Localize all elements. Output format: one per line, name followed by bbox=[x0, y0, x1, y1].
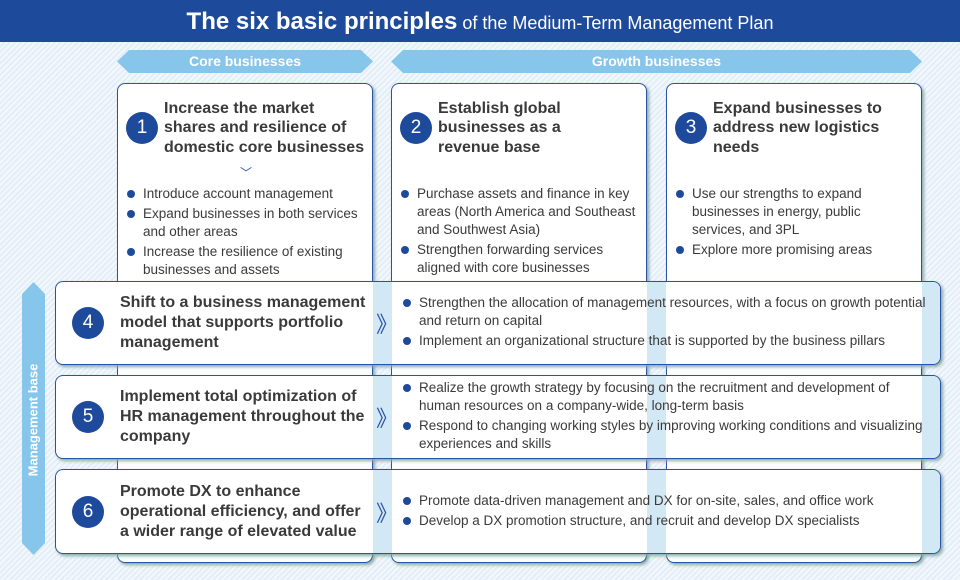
principle-row-6: 6 Promote DX to enhance operational effi… bbox=[55, 469, 941, 554]
principle-row-5: 5 Implement total optimization of HR man… bbox=[55, 375, 941, 459]
bullet-list: Use our strengths to expand businesses i… bbox=[675, 185, 915, 261]
card-header: 1 Increase the market shares and resilie… bbox=[126, 89, 366, 167]
bullet-item: Introduce account management bbox=[126, 185, 366, 203]
bullet-item: Explore more promising areas bbox=[675, 241, 915, 259]
bullet-list: Realize the growth strategy by focusing … bbox=[402, 376, 932, 458]
number-badge: 2 bbox=[400, 112, 432, 144]
bullet-list: Purchase assets and finance in key areas… bbox=[400, 185, 640, 279]
bullet-item: Respond to changing working styles by im… bbox=[402, 417, 932, 453]
principle-title: Establish global businesses as a revenue… bbox=[438, 99, 561, 156]
principle-title: Shift to a business management model tha… bbox=[120, 294, 366, 351]
principle-title: Increase the market shares and resilienc… bbox=[164, 99, 365, 156]
bullet-item: Realize the growth strategy by focusing … bbox=[402, 379, 932, 415]
management-base-label: Management base bbox=[25, 363, 41, 477]
page-title: The six basic principles of the Medium-T… bbox=[0, 0, 960, 42]
bullet-item: Promote data-driven management and DX fo… bbox=[402, 492, 932, 510]
bullet-list: Promote data-driven management and DX fo… bbox=[402, 470, 932, 553]
principle-title: Implement total optimization of HR manag… bbox=[120, 388, 365, 445]
bullet-item: Increase the resilience of existing busi… bbox=[126, 243, 366, 279]
management-base-arrow bbox=[22, 282, 45, 555]
title-rest: of the Medium-Term Management Plan bbox=[457, 13, 774, 33]
bullet-item: Use our strengths to expand businesses i… bbox=[675, 185, 915, 239]
principle-title: Expand businesses to address new logisti… bbox=[713, 99, 882, 156]
number-badge: 5 bbox=[72, 401, 104, 433]
bullet-item: Strengthen the allocation of management … bbox=[402, 294, 932, 330]
bullet-list: Strengthen the allocation of management … bbox=[402, 282, 932, 364]
chevron-right-icon: 》 bbox=[376, 500, 399, 526]
number-badge: 1 bbox=[126, 112, 158, 144]
bullet-item: Purchase assets and finance in key areas… bbox=[400, 185, 640, 239]
card-header: 3 Expand businesses to address new logis… bbox=[675, 89, 915, 167]
bullet-item: Implement an organizational structure th… bbox=[402, 332, 932, 350]
number-badge: 4 bbox=[72, 307, 104, 339]
title-bold: The six basic principles bbox=[186, 8, 458, 35]
number-badge: 3 bbox=[675, 112, 707, 144]
chevron-right-icon: 》 bbox=[376, 406, 399, 431]
bullet-item: Expand businesses in both services and o… bbox=[126, 205, 366, 241]
chevron-right-icon: 》 bbox=[376, 312, 399, 337]
card-header: 2 Establish global businesses as a reven… bbox=[400, 89, 640, 167]
bullet-list: Introduce account management Expand busi… bbox=[126, 185, 366, 281]
bullet-item: Develop a DX promotion structure, and re… bbox=[402, 512, 932, 530]
bullet-item: Strengthen forwarding services aligned w… bbox=[400, 241, 640, 277]
principle-row-4: 4 Shift to a business management model t… bbox=[55, 281, 941, 365]
growth-businesses-band: Growth businesses bbox=[391, 50, 922, 73]
number-badge: 6 bbox=[72, 495, 104, 528]
core-businesses-band: Core businesses bbox=[117, 50, 373, 73]
principle-title: Promote DX to enhance operational effici… bbox=[120, 482, 361, 540]
chevron-down-icon: ﹀ bbox=[239, 166, 252, 180]
